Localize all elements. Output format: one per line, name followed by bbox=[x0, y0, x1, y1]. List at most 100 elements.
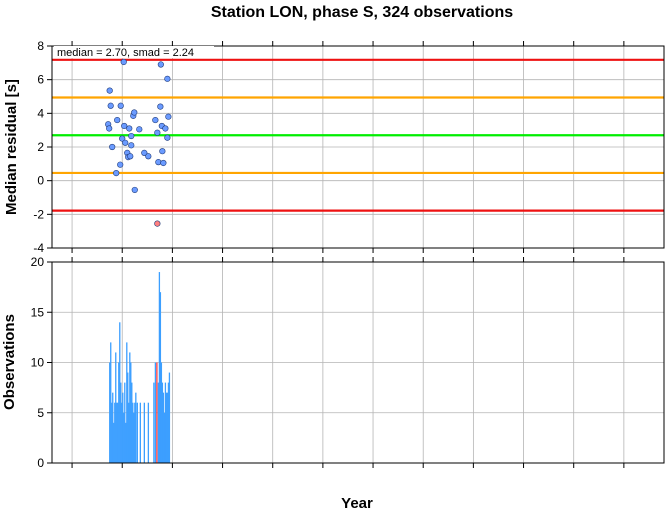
observation-bar bbox=[128, 402, 130, 463]
observation-bar bbox=[147, 402, 150, 463]
residual-point bbox=[136, 126, 143, 133]
residual-y-tick-label: -4 bbox=[33, 241, 44, 255]
residual-point bbox=[131, 186, 138, 194]
observation-bar bbox=[143, 402, 146, 463]
observation-bar bbox=[164, 382, 167, 463]
observation-bar bbox=[133, 412, 135, 463]
observation-bar bbox=[109, 362, 111, 463]
residual-point bbox=[165, 113, 172, 120]
observation-bar bbox=[122, 392, 124, 463]
observation-bar bbox=[125, 422, 127, 463]
observation-bar bbox=[131, 382, 133, 463]
residual-point bbox=[113, 169, 120, 177]
observation-bar bbox=[165, 392, 168, 463]
observation-bar bbox=[113, 422, 115, 463]
observation-bar-highlight bbox=[156, 362, 158, 463]
residual-point bbox=[164, 75, 171, 82]
observation-bar bbox=[112, 392, 114, 463]
residual-y-axis-label: Median residual [s] bbox=[3, 79, 20, 215]
observation-bar bbox=[163, 412, 166, 463]
residual-y-tick-label: 6 bbox=[37, 73, 44, 87]
observation-bar bbox=[136, 402, 138, 463]
residual-y-tick-label: 0 bbox=[37, 174, 44, 188]
observations-y-tick-label: 10 bbox=[31, 356, 45, 370]
observation-bar bbox=[158, 272, 161, 463]
x-axis-label: Year bbox=[341, 495, 373, 511]
residual-point bbox=[107, 102, 114, 109]
chart-title: Station LON, phase S, 324 observations bbox=[211, 4, 513, 21]
observation-bar bbox=[114, 402, 116, 463]
observation-bar bbox=[161, 382, 164, 463]
observation-bar bbox=[167, 382, 170, 463]
observation-bar bbox=[121, 402, 123, 463]
residual-point bbox=[117, 161, 124, 168]
observation-bar bbox=[127, 372, 129, 463]
residual-point bbox=[120, 58, 127, 66]
residual-point-outlier bbox=[154, 220, 161, 227]
observations-y-axis-label: Observations bbox=[1, 314, 18, 410]
residual-point bbox=[128, 142, 135, 149]
observation-bar bbox=[139, 402, 141, 463]
residual-point bbox=[121, 122, 128, 130]
observation-bar bbox=[130, 362, 132, 463]
residual-point bbox=[131, 109, 138, 116]
residual-grid bbox=[52, 45, 664, 249]
residual-y-tick-label: 8 bbox=[37, 39, 44, 53]
residual-point bbox=[114, 116, 121, 124]
observation-bar bbox=[160, 362, 163, 463]
residual-point bbox=[106, 87, 113, 94]
observation-bar bbox=[132, 402, 134, 463]
residual-point bbox=[141, 149, 148, 156]
observation-bar bbox=[116, 402, 118, 463]
observation-bar bbox=[153, 382, 155, 463]
residual-y-tick-label: -2 bbox=[33, 207, 44, 221]
observations-y-tick-label: 5 bbox=[37, 406, 44, 420]
observation-bar bbox=[120, 382, 122, 463]
residual-point bbox=[106, 125, 113, 132]
residual-point bbox=[160, 159, 167, 167]
observations-x-ticks bbox=[71, 257, 625, 468]
annotation-background bbox=[54, 46, 214, 58]
residual-point bbox=[152, 116, 159, 124]
observation-bar bbox=[129, 352, 131, 463]
residual-point bbox=[157, 103, 164, 110]
residual-points bbox=[105, 58, 172, 227]
residual-point bbox=[128, 132, 135, 140]
observation-bar bbox=[118, 362, 120, 463]
residual-point bbox=[159, 148, 166, 155]
median-smad-annotation: median = 2.70, smad = 2.24 bbox=[57, 47, 194, 59]
residual-point bbox=[119, 135, 126, 142]
residual-threshold-lines bbox=[52, 58, 664, 212]
observation-bar bbox=[117, 402, 119, 463]
residual-point bbox=[155, 159, 162, 166]
residual-point bbox=[162, 125, 169, 132]
observation-bar bbox=[157, 382, 160, 463]
residual-point bbox=[117, 102, 124, 109]
observation-bar bbox=[135, 392, 137, 463]
residual-point bbox=[126, 125, 133, 132]
observation-bar bbox=[159, 292, 162, 463]
observation-bar bbox=[168, 372, 171, 463]
observation-bar bbox=[134, 402, 136, 463]
residual-point bbox=[164, 134, 171, 141]
observation-bar bbox=[110, 342, 112, 463]
residual-point bbox=[157, 61, 164, 68]
residual-point bbox=[154, 129, 161, 136]
observation-bar bbox=[162, 392, 165, 463]
residual-point bbox=[122, 139, 129, 146]
residual-y-tick-label: 4 bbox=[37, 106, 44, 120]
residual-point bbox=[109, 143, 116, 151]
observation-bar bbox=[115, 352, 117, 463]
observation-bar bbox=[154, 362, 157, 463]
observation-bar bbox=[124, 382, 126, 463]
observation-bar bbox=[119, 322, 121, 463]
observations-bars bbox=[109, 272, 171, 463]
observations-y-tick-label: 15 bbox=[31, 305, 45, 319]
residual-point bbox=[127, 153, 134, 160]
observation-bar bbox=[166, 392, 169, 463]
observation-bar bbox=[126, 342, 128, 463]
